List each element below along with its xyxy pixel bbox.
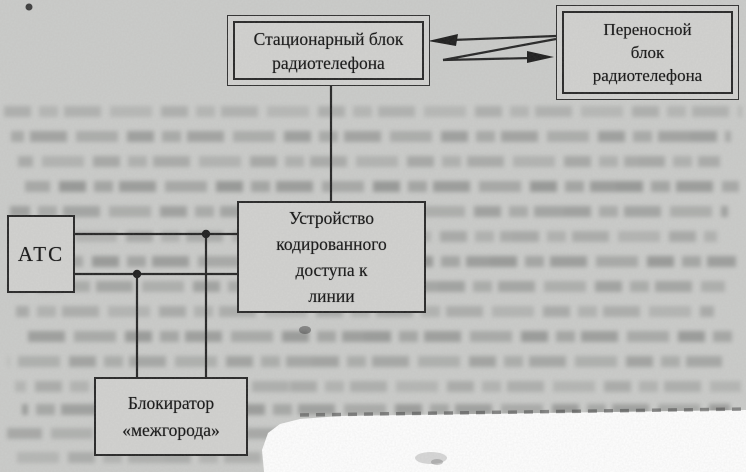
node-label-line: Стационарный блок bbox=[253, 28, 404, 49]
node-label-line: Блокиратор bbox=[127, 392, 215, 413]
node-label-line: доступа к bbox=[295, 260, 368, 280]
junction-dot-lower bbox=[132, 269, 142, 279]
node-portable-radiotelephone-unit: Переносной блок радиотелефона bbox=[556, 5, 739, 100]
scan-speck-top-left bbox=[25, 3, 33, 11]
arrowhead-right-icon bbox=[527, 51, 554, 63]
node-label-line: блок bbox=[630, 43, 665, 62]
node-portable-inner: Переносной блок радиотелефона bbox=[562, 11, 733, 94]
junction-dot-upper bbox=[201, 229, 211, 239]
node-label-line: Переносной bbox=[603, 20, 692, 39]
node-label-line: радиотелефона bbox=[272, 52, 385, 73]
node-label-line: АТС bbox=[17, 241, 65, 266]
node-telephone-exchange-ats: АТС bbox=[7, 215, 75, 293]
scan-smudge-bottom-dark bbox=[431, 459, 443, 465]
node-stationary-radiotelephone-unit: Стационарный блок радиотелефона bbox=[227, 15, 430, 86]
node-label-line: радиотелефона bbox=[592, 66, 703, 85]
arrowhead-left-icon bbox=[428, 34, 458, 46]
node-stationary-inner: Стационарный блок радиотелефона bbox=[233, 21, 424, 80]
node-label-line: линии bbox=[308, 286, 355, 306]
node-label-line: кодированного bbox=[276, 234, 387, 254]
scan-speck-below-coder bbox=[299, 326, 311, 334]
node-coded-line-access-device: Устройство кодированного доступа к линии bbox=[237, 201, 426, 313]
node-label-line: «межгорода» bbox=[122, 419, 220, 440]
node-label-line: Устройство bbox=[288, 208, 375, 228]
node-intercity-blocker: Блокиратор «межгорода» bbox=[94, 377, 248, 456]
torn-white-area bbox=[262, 410, 746, 472]
radio-link-line-to-stationary bbox=[451, 34, 557, 42]
